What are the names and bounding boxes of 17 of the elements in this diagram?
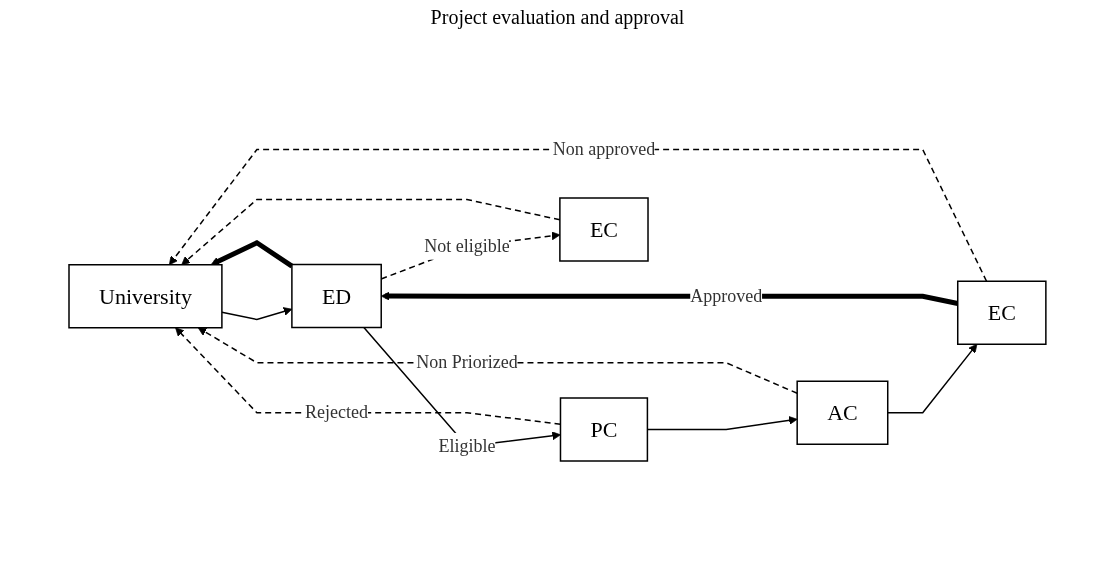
- diagram-title: Project evaluation and approval: [429, 6, 686, 29]
- edge-label: Approved: [690, 285, 763, 306]
- edge-label: Non Priorized: [416, 352, 518, 373]
- arrow: [887, 343, 978, 414]
- node-box: University: [68, 264, 223, 329]
- arrow: [197, 327, 798, 395]
- edge-label: Eligible: [438, 435, 496, 456]
- node-box: ED: [291, 263, 383, 329]
- edge-label: Not eligible: [424, 235, 510, 256]
- edge-label: Rejected: [305, 402, 369, 423]
- edge-label: Non approved: [552, 139, 656, 159]
- arrow: [169, 148, 988, 282]
- node-box: EC: [957, 280, 1047, 345]
- node-box: PC: [559, 397, 649, 462]
- arrow: [210, 239, 294, 269]
- node-box: EC: [559, 197, 649, 262]
- node-box: AC: [796, 380, 889, 445]
